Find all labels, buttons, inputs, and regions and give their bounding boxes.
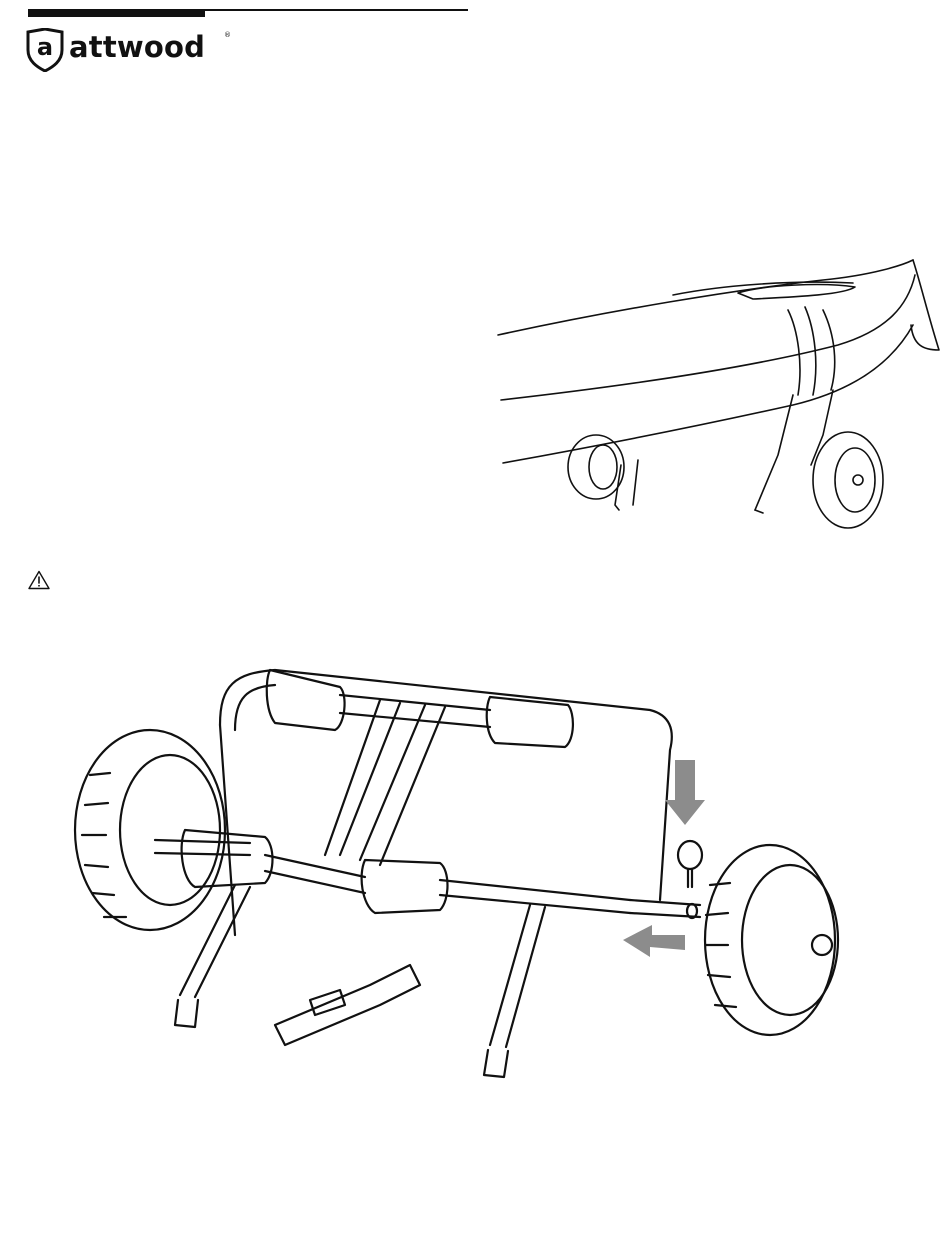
cart-assembly-illustration bbox=[70, 655, 870, 1085]
arrow-down-icon bbox=[665, 760, 705, 825]
kayak-on-cart-illustration bbox=[493, 255, 943, 540]
arrow-left-icon bbox=[623, 925, 685, 957]
attwood-logo: a attwood ® bbox=[25, 28, 225, 72]
logo-wordmark: attwood bbox=[69, 30, 205, 64]
logo-shield-letter: a bbox=[25, 32, 65, 62]
registered-mark: ® bbox=[224, 31, 231, 39]
warning-triangle-icon bbox=[28, 570, 50, 590]
header-rule-accent bbox=[28, 9, 205, 17]
